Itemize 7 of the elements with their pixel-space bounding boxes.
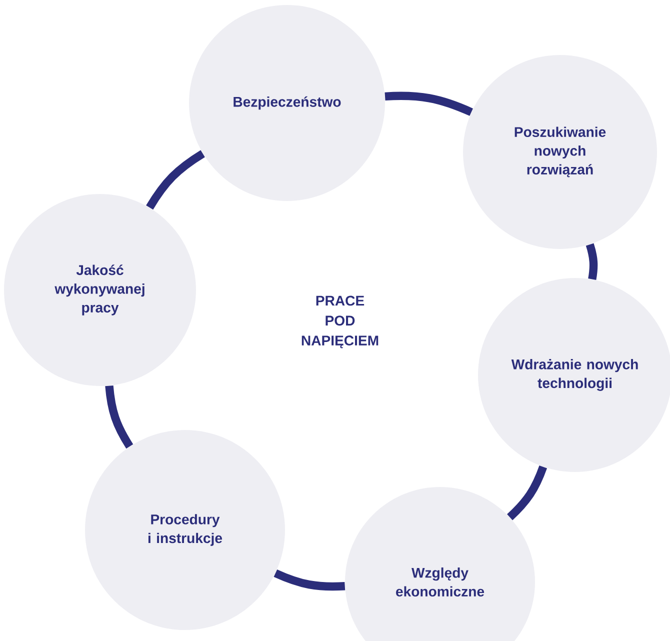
ring-segment — [105, 385, 134, 449]
center-title: PRACE POD NAPIĘCIEM — [302, 296, 378, 348]
ring-segment — [146, 150, 205, 210]
ring-segment — [384, 92, 473, 116]
ring-segment — [506, 465, 548, 520]
ring-segment — [274, 569, 346, 591]
ring-segment — [586, 243, 598, 280]
